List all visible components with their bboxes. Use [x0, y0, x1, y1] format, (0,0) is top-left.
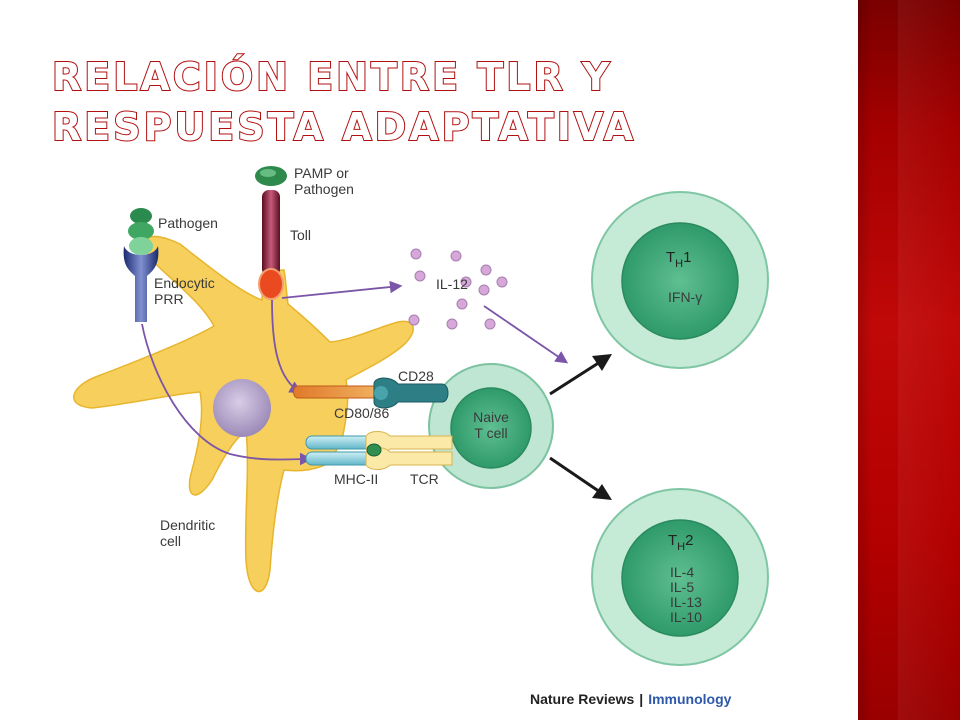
arrow-il12-to-tcell	[483, 305, 569, 364]
label-endocytic-prr-line1: Endocytic	[154, 275, 215, 291]
decorative-red-bar	[858, 0, 960, 720]
label-pamp-line1: PAMP or	[294, 165, 349, 181]
label-il12: IL-12	[436, 276, 468, 292]
label-dendritic-cell-line2: cell	[160, 533, 181, 549]
label-cd80-86: CD80/86	[334, 405, 389, 421]
label-pamp-line2: Pathogen	[294, 181, 354, 197]
label-tcr: TCR	[410, 471, 439, 487]
naive-t-cell-nucleus	[450, 387, 532, 469]
label-il10: IL-10	[670, 609, 702, 625]
arrow-toll-to-il12	[281, 280, 403, 299]
pathogen-icon	[130, 208, 152, 224]
label-il4: IL-4	[670, 564, 694, 580]
label-naive-line1: Naive	[473, 409, 509, 425]
peptide-antigen-icon	[366, 443, 382, 457]
arrow-toll-to-cd80	[271, 299, 303, 394]
cd80-86-molecule	[293, 385, 378, 399]
endocytic-prr-icon	[123, 246, 159, 322]
dendritic-nucleus	[213, 379, 271, 437]
label-ifn-gamma: IFN-γ	[668, 289, 702, 305]
label-dendritic-cell-line1: Dendritic	[160, 517, 215, 533]
toll-receptor-icon	[262, 190, 280, 276]
label-th2: TH2	[668, 532, 693, 553]
label-mhc-ii: MHC-II	[334, 471, 378, 487]
credit-journal: Immunology	[648, 691, 732, 707]
arrow-prr-to-mhc	[141, 323, 313, 466]
label-toll: Toll	[290, 227, 311, 243]
label-pathogen: Pathogen	[158, 215, 218, 231]
source-credit: Nature Reviews|Immunology	[530, 691, 731, 707]
label-il5: IL-5	[670, 579, 694, 595]
il12-cytokine-dots	[408, 248, 508, 330]
credit-publisher: Nature Reviews	[530, 691, 635, 707]
th2-cell-nucleus	[621, 519, 739, 637]
slide-title: Relación entre TLR y respuesta adaptativ…	[51, 54, 637, 150]
label-cd28: CD28	[398, 368, 434, 384]
label-endocytic-prr-line2: PRR	[154, 291, 184, 307]
arrow-to-th1	[549, 354, 612, 396]
arrow-to-th2	[549, 456, 612, 500]
credit-separator: |	[639, 691, 644, 707]
label-naive-line2: T cell	[474, 425, 507, 441]
toll-adaptor-icon	[258, 268, 284, 300]
cd28-molecule	[373, 377, 449, 409]
th1-cell-nucleus	[621, 222, 739, 340]
tcr-molecule	[365, 431, 453, 470]
label-il13: IL-13	[670, 594, 702, 610]
label-th1: TH1	[666, 249, 691, 270]
